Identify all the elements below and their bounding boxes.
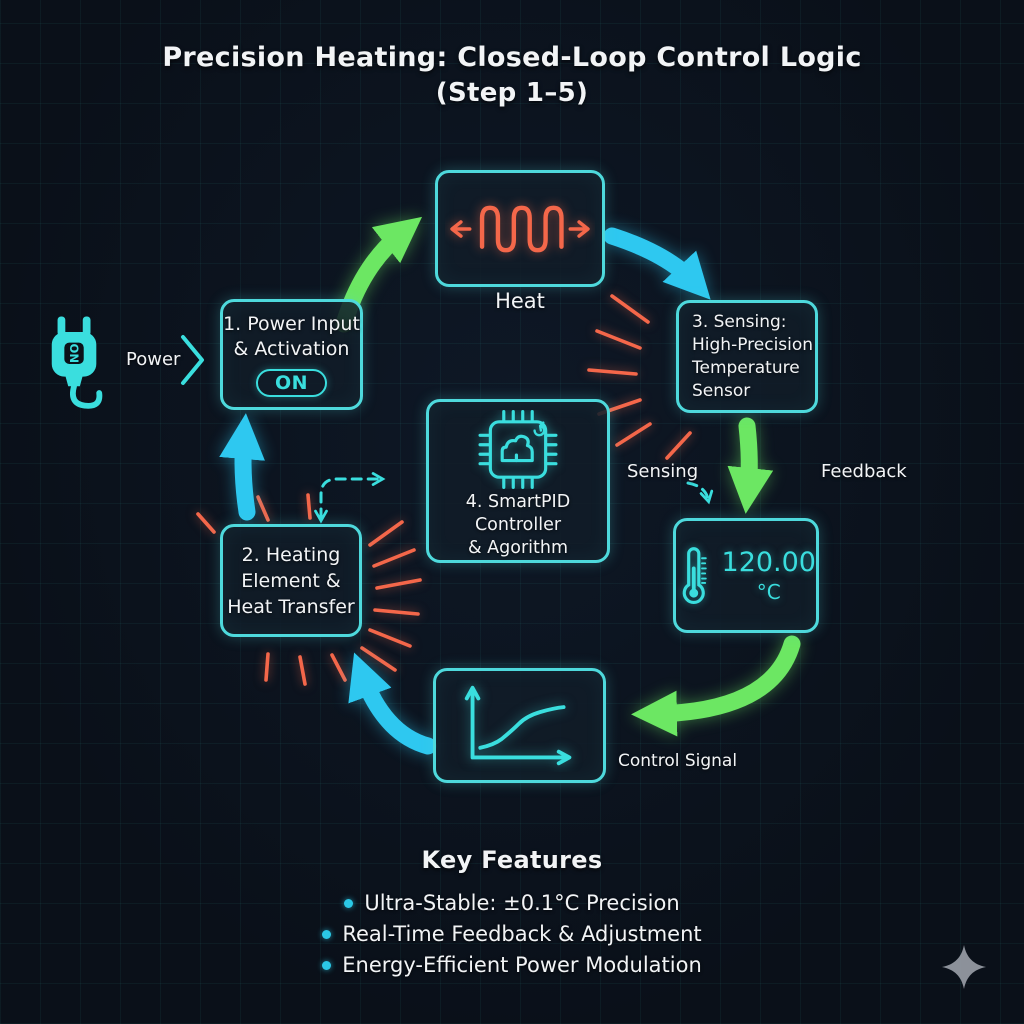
feature-text: Energy-Efficient Power Modulation — [342, 953, 702, 977]
temperature-value: 120.00 — [721, 547, 816, 578]
key-features-section: Key Features Ultra-Stable: ±0.1°C Precis… — [0, 846, 1024, 981]
pid-chip-icon — [478, 410, 558, 489]
title-line-1: Precision Heating: Closed-Loop Control L… — [162, 42, 862, 73]
on-toggle: ON — [255, 369, 328, 397]
plug-badge-label: ON — [67, 344, 81, 364]
arrow-display-to-control — [631, 635, 801, 737]
heating-coil-icon — [450, 205, 590, 252]
node-step1-power-input: 1. Power Input & Activation ON — [220, 299, 363, 410]
arrow-step3-to-display — [727, 417, 774, 514]
temperature-readout: 120.00 °C — [722, 547, 816, 604]
node-heat — [435, 170, 605, 287]
control-signal-label: Control Signal — [618, 751, 738, 771]
node-temperature-display: 120.00 °C — [673, 518, 819, 633]
node-step3-sensing: 3. Sensing: High-Precision Temperature S… — [676, 300, 818, 413]
step1-title: 1. Power Input & Activation — [223, 313, 360, 360]
chevron-right-icon — [181, 335, 204, 385]
step3-title: 3. Sensing: High-Precision Temperature S… — [692, 311, 814, 401]
step2-title: 2. Heating Element & Heat Transfer — [227, 543, 355, 618]
feature-item: Real-Time Feedback & Adjustment — [0, 919, 1024, 950]
feedback-label: Feedback — [821, 461, 907, 482]
key-features-heading: Key Features — [421, 846, 603, 874]
feature-item: Ultra-Stable: ±0.1°C Precision — [0, 888, 1024, 919]
feature-text: Ultra-Stable: ±0.1°C Precision — [364, 891, 680, 915]
thermometer-icon — [682, 546, 707, 604]
power-label: Power — [126, 349, 181, 370]
bullet-dot-icon — [322, 930, 332, 939]
dashed-link-sensing-display — [686, 481, 714, 505]
heat-label: Heat — [495, 289, 545, 313]
node-step4-controller: 4. SmartPID Controller & Agorithm — [426, 399, 610, 563]
title-line-2: (Step 1–5) — [435, 78, 589, 108]
temperature-unit: °C — [756, 580, 781, 604]
signal-graph-icon — [464, 685, 571, 765]
feature-item: Energy-Efficient Power Modulation — [0, 950, 1024, 981]
feature-text: Real-Time Feedback & Adjustment — [342, 922, 702, 946]
node-step2-heating-element: 2. Heating Element & Heat Transfer — [220, 524, 362, 637]
node-control-signal — [433, 668, 606, 783]
step4-title: 4. SmartPID Controller & Agorithm — [465, 492, 571, 558]
sparkle-watermark-icon — [941, 944, 987, 990]
page-title: Precision Heating: Closed-Loop Control L… — [0, 40, 1024, 110]
arrow-step2-to-step1 — [219, 413, 265, 521]
power-plug-icon: ON — [51, 316, 103, 409]
bullet-dot-icon — [344, 899, 354, 908]
arrow-heat-to-step3 — [603, 227, 711, 300]
dashed-link-step2-controller — [314, 472, 386, 524]
bullet-dot-icon — [322, 961, 332, 970]
arrow-control-to-step2 — [348, 652, 437, 755]
sensing-label: Sensing — [627, 461, 699, 482]
